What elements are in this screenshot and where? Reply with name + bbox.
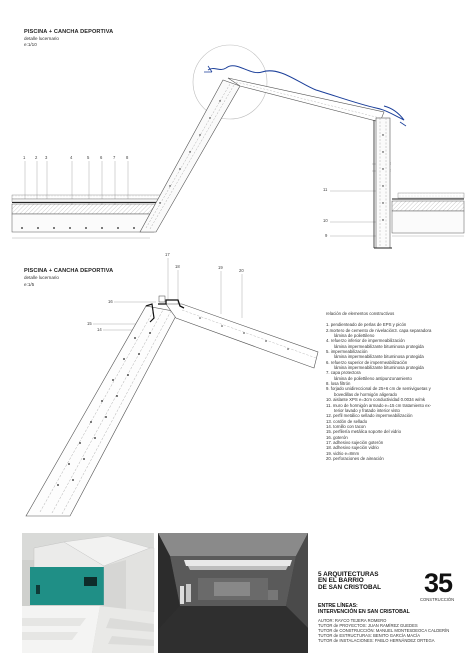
legend-item: 14. tornillo con tacon (326, 423, 366, 429)
detail1-drawing (11, 44, 465, 249)
sheet-number: 35 (424, 568, 453, 598)
credit-construction: TUTOR de CONSTRUCCIÓN: MANUEL MONTESDEOC… (318, 628, 450, 633)
label-11: 11 (323, 187, 328, 192)
label-1: 1 (23, 155, 26, 160)
detail1-title: PISCINA + CANCHA DEPORTIVA (24, 29, 114, 35)
legend-heading: relación de elementos constructivos (326, 311, 395, 316)
project-title-line-2: EN EL BARRIO (318, 577, 364, 585)
project-title: 5 ARQUITECTURAS EN EL BARRIO DE SAN CRIS… (318, 571, 382, 591)
legend-item-continuation: lámina de poliettileno (334, 333, 375, 339)
legend-item: 19. vidrio e=8mm (326, 450, 360, 456)
legend-item: 2.mortero de cemento de nivelación3. cap… (326, 327, 432, 333)
legend-item: 18. adhesivo sujeción vidrio (326, 445, 379, 451)
detail2-drawing (25, 258, 319, 517)
legend-item: 11. muro de hormigón armado e=15 cm trat… (326, 402, 432, 408)
project-heading-2: INTERVENCIÓN EN SAN CRISTOBAL (318, 609, 410, 615)
label-15: 15 (87, 321, 92, 326)
legend: relación de elementos constructivos 1. p… (326, 311, 431, 461)
legend-item-continuation: lámina impermeabilizante bituminosa prot… (334, 343, 424, 349)
label-9: 9 (325, 233, 328, 238)
label-2: 2 (35, 155, 38, 160)
legend-list: 1. pendienteado de perlas de EPS y picón… (326, 322, 431, 461)
credit-projects: TUTOR de PROYECTOS: JUAN RAMÍREZ GUEDES (318, 623, 418, 628)
label-7: 7 (113, 155, 116, 160)
label-16: 16 (108, 299, 113, 304)
detail-callout-circle (192, 44, 268, 120)
detail1-scale: e:1/10 (24, 42, 37, 47)
project-heading-1: ENTRE LÍNEAS: (318, 603, 358, 609)
label-17: 17 (165, 252, 170, 257)
credit-author: AUTOR: RAYCO TEJERA ROMERO (318, 618, 387, 623)
label-18: 18 (175, 264, 180, 269)
legend-item: 6. refuerzo superior de impermeabilizaci… (326, 359, 408, 365)
label-10: 10 (323, 218, 328, 223)
detail2-title: PISCINA + CANCHA DEPORTIVA (24, 268, 114, 274)
label-14: 14 (97, 327, 102, 332)
credit-structures: TUTOR de ESTRUCTURAS: BENITO GARCÍA MACÍ… (318, 633, 420, 638)
credits-block: ENTRE LÍNEAS: INTERVENCIÓN EN SAN CRISTO… (318, 603, 449, 643)
legend-item: 10. aislante XPS e=3cm conductividad 0.0… (326, 397, 426, 403)
legend-item: 9. forjado unidireccional de 25+6 cm de … (326, 386, 431, 392)
interior-photo (158, 533, 308, 653)
legend-item-continuation: bovedillas de hormigón aligerado (334, 391, 398, 397)
project-title-line-3: DE SAN CRISTOBAL (318, 583, 382, 591)
detail2-subtitle: detalle lucernario (24, 275, 59, 280)
label-3: 3 (45, 155, 48, 160)
label-6: 6 (100, 155, 103, 160)
legend-item: 17. adhesivo sujeción goterón (326, 439, 384, 445)
legend-item-continuation: terior lavado y fratado interior visto (334, 407, 400, 413)
model-teal-wall (30, 567, 104, 605)
detail1-subtitle: detalle lucernario (24, 36, 59, 41)
legend-item: 7. capa protectora (326, 370, 361, 376)
legend-item: 5. impermeabilización (326, 349, 368, 355)
detail2-scale: e:1/5 (24, 282, 35, 287)
label-5: 5 (87, 155, 90, 160)
credit-installations: TUTOR de INSTALACIONES: PABLO HERNÁNDEZ … (318, 638, 435, 643)
label-19: 19 (218, 265, 223, 270)
legend-item: 12. perfil metálico sellado impermeabili… (326, 413, 413, 419)
label-20: 20 (239, 268, 244, 273)
legend-item: 1. pendienteado de perlas de EPS y picón (326, 322, 407, 328)
model-photo (22, 533, 155, 653)
legend-item-continuation: lámina de poliettileno antipunzonamiento (334, 375, 412, 381)
legend-item-continuation: lámina impermeabilizante bituminosa prot… (334, 354, 424, 360)
blue-line-sketch (207, 65, 405, 121)
legend-item: 16. goterón (326, 434, 348, 440)
label-8: 8 (126, 155, 129, 160)
legend-item: 15. perfilería metálica soporte del vidr… (326, 429, 401, 435)
label-4: 4 (70, 155, 73, 160)
sheet-caption: CONSTRUCCIÓN (420, 597, 455, 602)
project-title-line-1: 5 ARQUITECTURAS (318, 571, 379, 578)
legend-item-continuation: lámina impermeabilizante bituminosa prot… (334, 365, 424, 371)
legend-item: 20. perforaciones de aireación (326, 455, 384, 461)
legend-item: 13. cordón de sellado (326, 418, 368, 424)
legend-item: 4. refuerzo inferior de impermeabilizaci… (326, 338, 405, 344)
legend-item: 8. losa filtrón (326, 381, 351, 387)
